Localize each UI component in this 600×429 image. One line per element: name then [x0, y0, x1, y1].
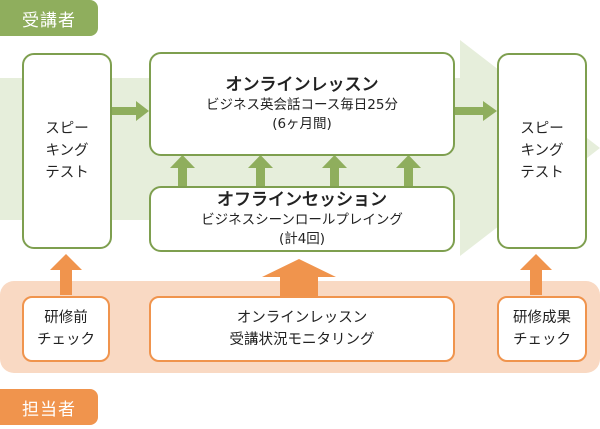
offline-session-title: オフラインセッション — [217, 190, 387, 210]
pre-training-check-text: 研修前 チェック — [37, 310, 95, 348]
staff-label: 担当者 — [0, 389, 98, 425]
offline-session-content: ビジネスシーンロールプレイング — [201, 212, 403, 228]
green-horizontal-arrows — [112, 101, 497, 121]
pre-training-check-box: 研修前 チェック — [22, 296, 110, 362]
monitoring-box: オンラインレッスン 受講状況モニタリング — [149, 296, 455, 362]
speaking-test-after-box: スピー キング テスト — [497, 53, 587, 249]
speaking-test-before-box: スピー キング テスト — [22, 53, 112, 249]
online-lesson-duration: (6ヶ月間) — [272, 116, 332, 132]
speaking-test-before-text: スピー キング テスト — [45, 121, 89, 181]
green-up-arrows — [170, 155, 421, 186]
result-check-box: 研修成果 チェック — [497, 296, 587, 362]
orange-up-arrows — [50, 254, 552, 296]
monitoring-text: オンラインレッスン 受講状況モニタリング — [229, 310, 375, 348]
speaking-test-after-text: スピー キング テスト — [520, 121, 564, 181]
result-check-text: 研修成果 チェック — [513, 310, 571, 348]
offline-session-box: オフラインセッション ビジネスシーンロールプレイング (計4回) — [149, 186, 455, 252]
online-lesson-title: オンラインレッスン — [225, 75, 379, 95]
online-lesson-course: ビジネス英会話コース毎日25分 — [205, 97, 398, 113]
offline-session-count: (計4回) — [278, 231, 326, 247]
learner-label: 受講者 — [0, 0, 98, 36]
online-lesson-box: オンラインレッスン ビジネス英会話コース毎日25分 (6ヶ月間) — [149, 52, 455, 156]
